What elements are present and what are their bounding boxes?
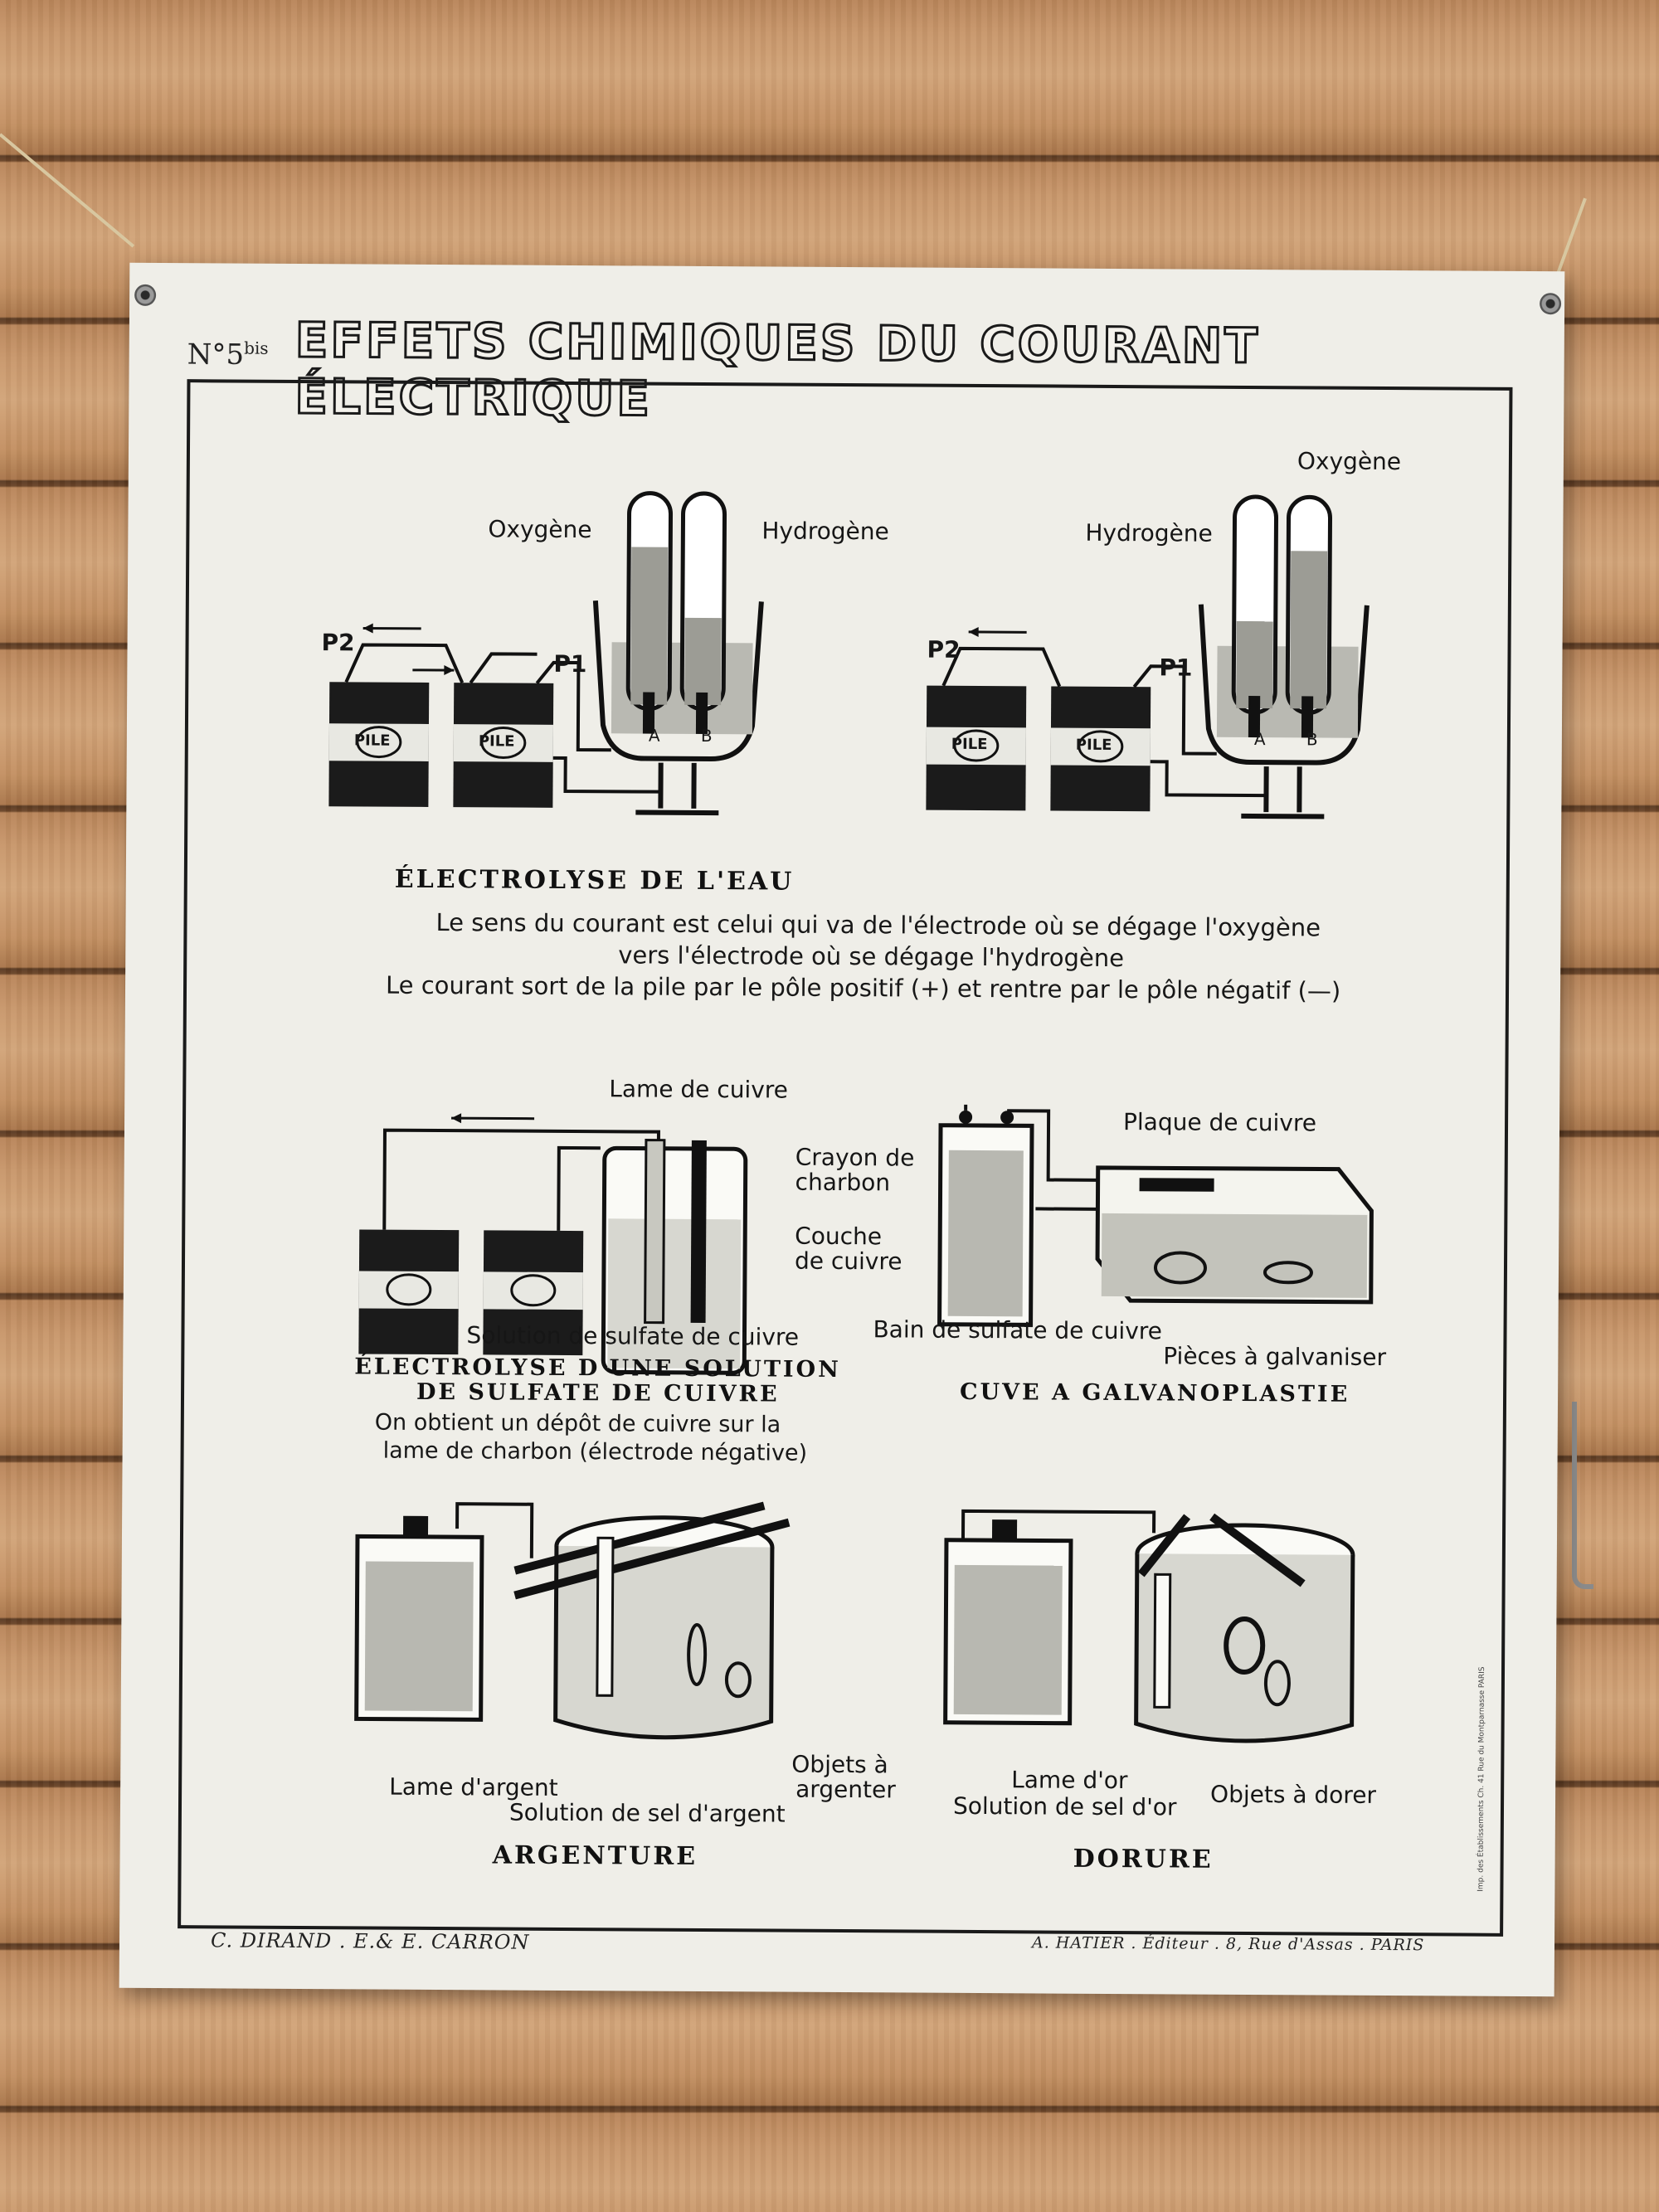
copper-sulfate-electrolysis-diagram (358, 1113, 748, 1375)
plate-number-sup: bis (244, 338, 269, 358)
label-couche-de-cuivre: Couche de cuivre (794, 1222, 902, 1276)
heading-dorure: DORURE (1073, 1844, 1214, 1874)
p2-label-right: P2 (927, 635, 961, 664)
text-line-2: vers l'électrode où se dégage l'hydrogèn… (618, 941, 1125, 973)
plate-number-text: N°5 (187, 338, 245, 372)
note-line-2: lame de charbon (électrode négative) (382, 1437, 808, 1466)
pile-battery (483, 1230, 584, 1356)
grommet-right (1540, 293, 1562, 315)
label-lame-de-cuivre: Lame de cuivre (609, 1075, 789, 1104)
pile-battery (453, 683, 554, 808)
label-plaque-de-cuivre: Plaque de cuivre (1122, 1108, 1317, 1137)
hydrogen-label-left: Hydrogène (761, 517, 889, 546)
label-lame-d-argent: Lame d'argent (389, 1772, 558, 1801)
electrolysis-water-left-diagram (328, 491, 764, 816)
wall-hook (1572, 1402, 1593, 1589)
accumulator-battery (943, 1519, 1073, 1726)
argenture-diagram (354, 1501, 791, 1740)
poster: N°5bis EFFETS CHIMIQUES DU COURANT ÉLECT… (119, 262, 1565, 1997)
electrode-a-left: A (648, 725, 660, 746)
label-solution-sel-d-or: Solution de sel d'or (952, 1791, 1177, 1821)
heading-cuve-galvanoplastie: CUVE A GALVANOPLASTIE (959, 1378, 1350, 1407)
accumulator-battery (354, 1515, 484, 1722)
footer-authors: C. DIRAND . E.& E. CARRON (210, 1928, 530, 1954)
label-solution-sulfate-cuivre: Solution de sulfate de cuivre (466, 1321, 800, 1351)
title-row: N°5bis EFFETS CHIMIQUES DU COURANT ÉLECT… (187, 310, 1531, 428)
text-line-3: Le courant sort de la pile par le pôle p… (385, 970, 1341, 1005)
p2-label-left: P2 (321, 629, 355, 657)
hanging-string-left (0, 133, 135, 248)
pile-battery (1050, 686, 1151, 812)
electrolysis-water-right-diagram (926, 494, 1370, 819)
label-pieces-a-galvaniser: Pièces à galvaniser (1163, 1342, 1387, 1372)
heading-electrolyse-solution-1: ÉLECTROLYSE D'UNE SOLUTION (354, 1354, 841, 1383)
hydrogen-label-right: Hydrogène (1085, 518, 1213, 547)
pile-battery (926, 685, 1027, 811)
pile-label-left-1: PILE (353, 732, 391, 750)
label-lame-d-or: Lame d'or (1011, 1766, 1128, 1795)
pile-label-left-2: PILE (478, 732, 515, 751)
heading-electrolyse-solution-2: DE SULFATE DE CUIVRE (416, 1378, 780, 1407)
galvanoplastie-tank-diagram (937, 1104, 1374, 1327)
heading-electrolyse-eau: ÉLECTROLYSE DE L'EAU (394, 864, 795, 897)
footer-publisher: A. HATIER . Éditeur . 8, Rue d'Assas . P… (1031, 1933, 1425, 1955)
oxygen-label-left: Oxygène (488, 515, 592, 544)
oxygen-label-right: Oxygène (1297, 447, 1402, 476)
pile-battery (358, 1229, 460, 1355)
label-objets-a-dorer: Objets à dorer (1210, 1780, 1377, 1809)
plate-number: N°5bis (187, 338, 269, 372)
text-line-1: Le sens du courant est celui qui va de l… (435, 908, 1321, 942)
label-solution-sel-argent: Solution de sel d'argent (508, 1798, 786, 1828)
electrode-b-right: B (1306, 729, 1318, 750)
p1-label-left: P1 (553, 649, 587, 678)
label-objets-a-argenter-1: Objets à (791, 1750, 888, 1779)
accumulator-battery (937, 1110, 1034, 1327)
pile-label-right-1: PILE (951, 735, 988, 754)
p1-label-right: P1 (1159, 654, 1193, 682)
pile-battery (328, 682, 430, 807)
pile-label-right-2: PILE (1075, 736, 1112, 754)
label-crayon-de-charbon: Crayon de charbon (795, 1143, 915, 1197)
label-bain-sulfate-cuivre: Bain de sulfate de cuivre (873, 1315, 1163, 1345)
printer-note: Imp. des Établissements Ch. 41 Rue du Mo… (1477, 1666, 1487, 1892)
electrode-b-left: B (700, 725, 713, 746)
dorure-diagram (943, 1509, 1355, 1743)
grommet-left (134, 284, 157, 306)
label-objets-a-argenter-2: argenter (795, 1775, 896, 1804)
electrode-a-right: A (1253, 729, 1266, 750)
heading-argenture: ARGENTURE (492, 1840, 698, 1871)
poster-frame: Oxygène Hydrogène P2 P1 PILE PILE A B (178, 379, 1513, 1937)
